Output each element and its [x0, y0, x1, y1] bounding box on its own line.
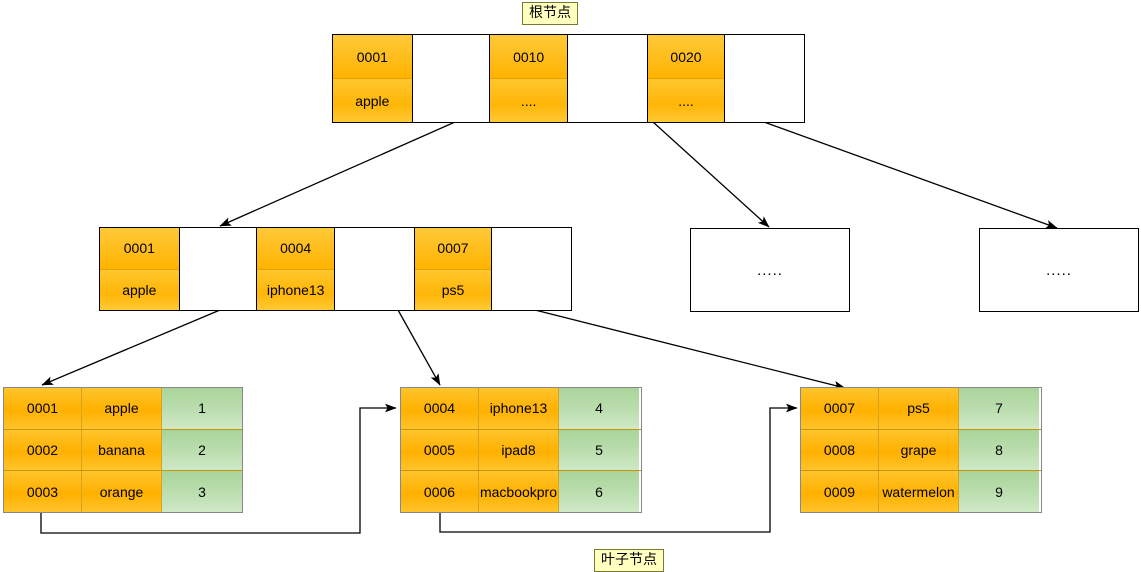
leaf-1-row-1-id: 0002 — [4, 429, 82, 471]
leaf-3-row-0-id: 0007 — [801, 388, 879, 429]
placeholder-node-2[interactable]: ..... — [979, 228, 1139, 312]
table-row[interactable]: 0006 macbookpro 6 — [401, 471, 641, 513]
leaf-3-row-2-value: 9 — [959, 471, 1039, 513]
leaf-node-caption: 叶子节点 — [594, 549, 664, 572]
table-row[interactable]: 0005 ipad8 5 — [401, 429, 641, 472]
internal-entry-1-value: iphone13 — [257, 269, 334, 310]
leaf-3-row-2-name: watermelon — [879, 471, 959, 513]
root-entry-1[interactable]: 0010 .... — [490, 35, 568, 122]
root-entry-0-value: apple — [333, 79, 412, 122]
table-row[interactable]: 0007 ps5 7 — [801, 388, 1041, 430]
edge-internal-to-leaf-3 — [534, 309, 846, 390]
edge-internal-to-leaf-2 — [397, 309, 441, 386]
edge-internal-to-leaf-1 — [41, 309, 221, 386]
root-entry-1-key: 0010 — [490, 35, 567, 79]
internal-entry-0[interactable]: 0001 apple — [100, 228, 180, 310]
root-entry-1-value: .... — [490, 79, 567, 122]
table-row[interactable]: 0002 banana 2 — [4, 429, 242, 472]
edge-root-to-placeholder-1 — [652, 121, 770, 228]
internal-pointer-2[interactable] — [492, 228, 571, 310]
root-pointer-2[interactable] — [725, 35, 804, 122]
leaf-node-1[interactable]: 0001 apple 1 0002 banana 2 0003 orange 3 — [3, 387, 243, 513]
internal-pointer-0[interactable] — [179, 228, 258, 310]
leaf-2-row-1-name: ipad8 — [479, 429, 559, 471]
internal-entry-2-value: ps5 — [414, 269, 492, 310]
internal-entry-2-key: 0007 — [414, 228, 492, 270]
table-row[interactable]: 0001 apple 1 — [4, 388, 242, 430]
root-entry-0-key: 0001 — [333, 35, 412, 79]
leaf-2-row-0-value: 4 — [559, 388, 639, 429]
leaf-1-row-2-id: 0003 — [4, 471, 82, 513]
leaf-3-row-0-name: ps5 — [879, 388, 959, 429]
leaf-2-row-1-id: 0005 — [401, 429, 479, 471]
leaf-2-row-0-id: 0004 — [401, 388, 479, 429]
root-pointer-1[interactable] — [568, 35, 648, 122]
placeholder-node-1[interactable]: ..... — [690, 228, 850, 312]
edge-root-to-placeholder-2 — [763, 121, 1058, 229]
leaf-2-row-1-value: 5 — [559, 429, 639, 471]
internal-entry-0-key: 0001 — [100, 228, 179, 270]
root-entry-2-value: .... — [647, 79, 725, 122]
leaf-2-row-0-name: iphone13 — [479, 388, 559, 429]
leaf-3-row-1-name: grape — [879, 429, 959, 471]
root-node[interactable]: 0001 apple 0010 .... 0020 .... — [332, 34, 805, 123]
leaf-2-row-2-value: 6 — [559, 471, 639, 513]
leaf-3-row-1-id: 0008 — [801, 429, 879, 471]
internal-entry-1[interactable]: 0004 iphone13 — [257, 228, 335, 310]
leaf-3-row-2-id: 0009 — [801, 471, 879, 513]
leaf-1-row-1-value: 2 — [162, 429, 242, 471]
internal-entry-0-value: apple — [100, 269, 179, 310]
leaf-1-row-0-value: 1 — [162, 388, 242, 429]
internal-pointer-1[interactable] — [335, 228, 415, 310]
leaf-node-2[interactable]: 0004 iphone13 4 0005 ipad8 5 0006 macboo… — [400, 387, 642, 513]
table-row[interactable]: 0004 iphone13 4 — [401, 388, 641, 430]
edge-root-to-internal — [219, 121, 456, 227]
leaf-node-3[interactable]: 0007 ps5 7 0008 grape 8 0009 watermelon … — [800, 387, 1042, 513]
leaf-1-row-0-id: 0001 — [4, 388, 82, 429]
root-entry-0[interactable]: 0001 apple — [333, 35, 413, 122]
leaf-2-row-2-name: macbookpro — [479, 471, 559, 513]
internal-node[interactable]: 0001 apple 0004 iphone13 0007 ps5 — [99, 227, 572, 311]
root-entry-2-key: 0020 — [647, 35, 725, 79]
leaf-3-row-1-value: 8 — [959, 429, 1039, 471]
leaf-1-row-0-name: apple — [82, 388, 162, 429]
internal-entry-2[interactable]: 0007 ps5 — [414, 228, 493, 310]
leaf-3-row-0-value: 7 — [959, 388, 1039, 429]
root-entry-2[interactable]: 0020 .... — [647, 35, 726, 122]
leaf-1-row-2-value: 3 — [162, 471, 242, 513]
root-pointer-0[interactable] — [412, 35, 491, 122]
root-node-caption: 根节点 — [522, 2, 578, 25]
table-row[interactable]: 0009 watermelon 9 — [801, 471, 1041, 513]
leaf-1-row-1-name: banana — [82, 429, 162, 471]
table-row[interactable]: 0008 grape 8 — [801, 429, 1041, 472]
leaf-1-row-2-name: orange — [82, 471, 162, 513]
table-row[interactable]: 0003 orange 3 — [4, 471, 242, 513]
leaf-2-row-2-id: 0006 — [401, 471, 479, 513]
internal-entry-1-key: 0004 — [257, 228, 334, 270]
